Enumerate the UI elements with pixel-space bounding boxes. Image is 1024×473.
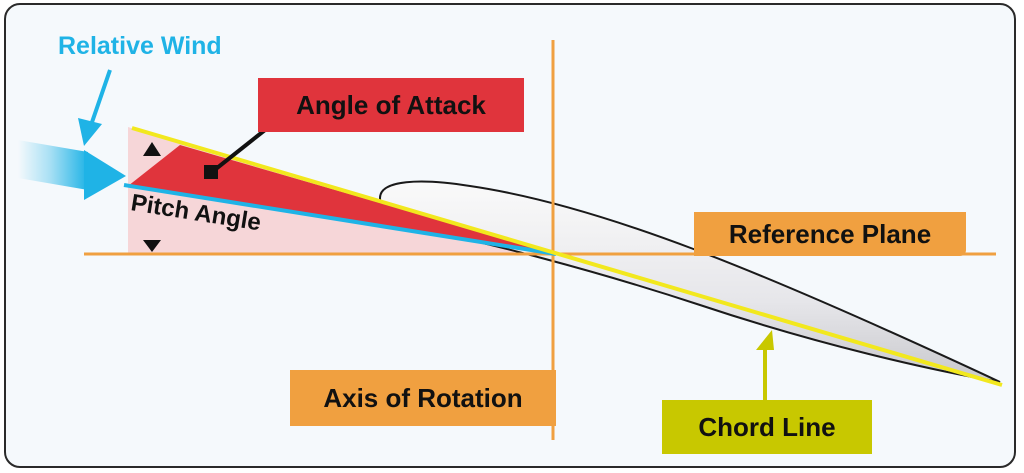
relative-wind-line <box>123 183 557 256</box>
angle-of-attack-pointer-icon <box>204 128 267 179</box>
pitch-angle-up-arrow-icon <box>143 142 161 156</box>
reference-plane-box: Reference Plane <box>694 212 966 256</box>
reference-plane-label: Reference Plane <box>728 218 932 249</box>
chord-line-pointer-arrow-icon <box>756 330 775 407</box>
relative-wind-arrow-icon <box>18 140 126 200</box>
angle-of-attack-box: Angle of Attack <box>258 78 524 132</box>
pitch-angle-down-arrow-icon <box>143 240 161 252</box>
relative-wind-pointer-icon <box>78 69 112 146</box>
angle-of-attack-wedge <box>128 145 556 254</box>
angle-of-attack-label: Angle of Attack <box>296 89 486 120</box>
axis-of-rotation-box: Axis of Rotation <box>290 370 556 426</box>
chord-line-box: Chord Line <box>662 400 872 454</box>
axis-of-rotation-label: Axis of Rotation <box>323 382 523 413</box>
chord-line-label: Chord Line <box>698 411 836 442</box>
chord-line <box>131 126 1003 387</box>
relative-wind-label: Relative Wind <box>58 32 222 60</box>
